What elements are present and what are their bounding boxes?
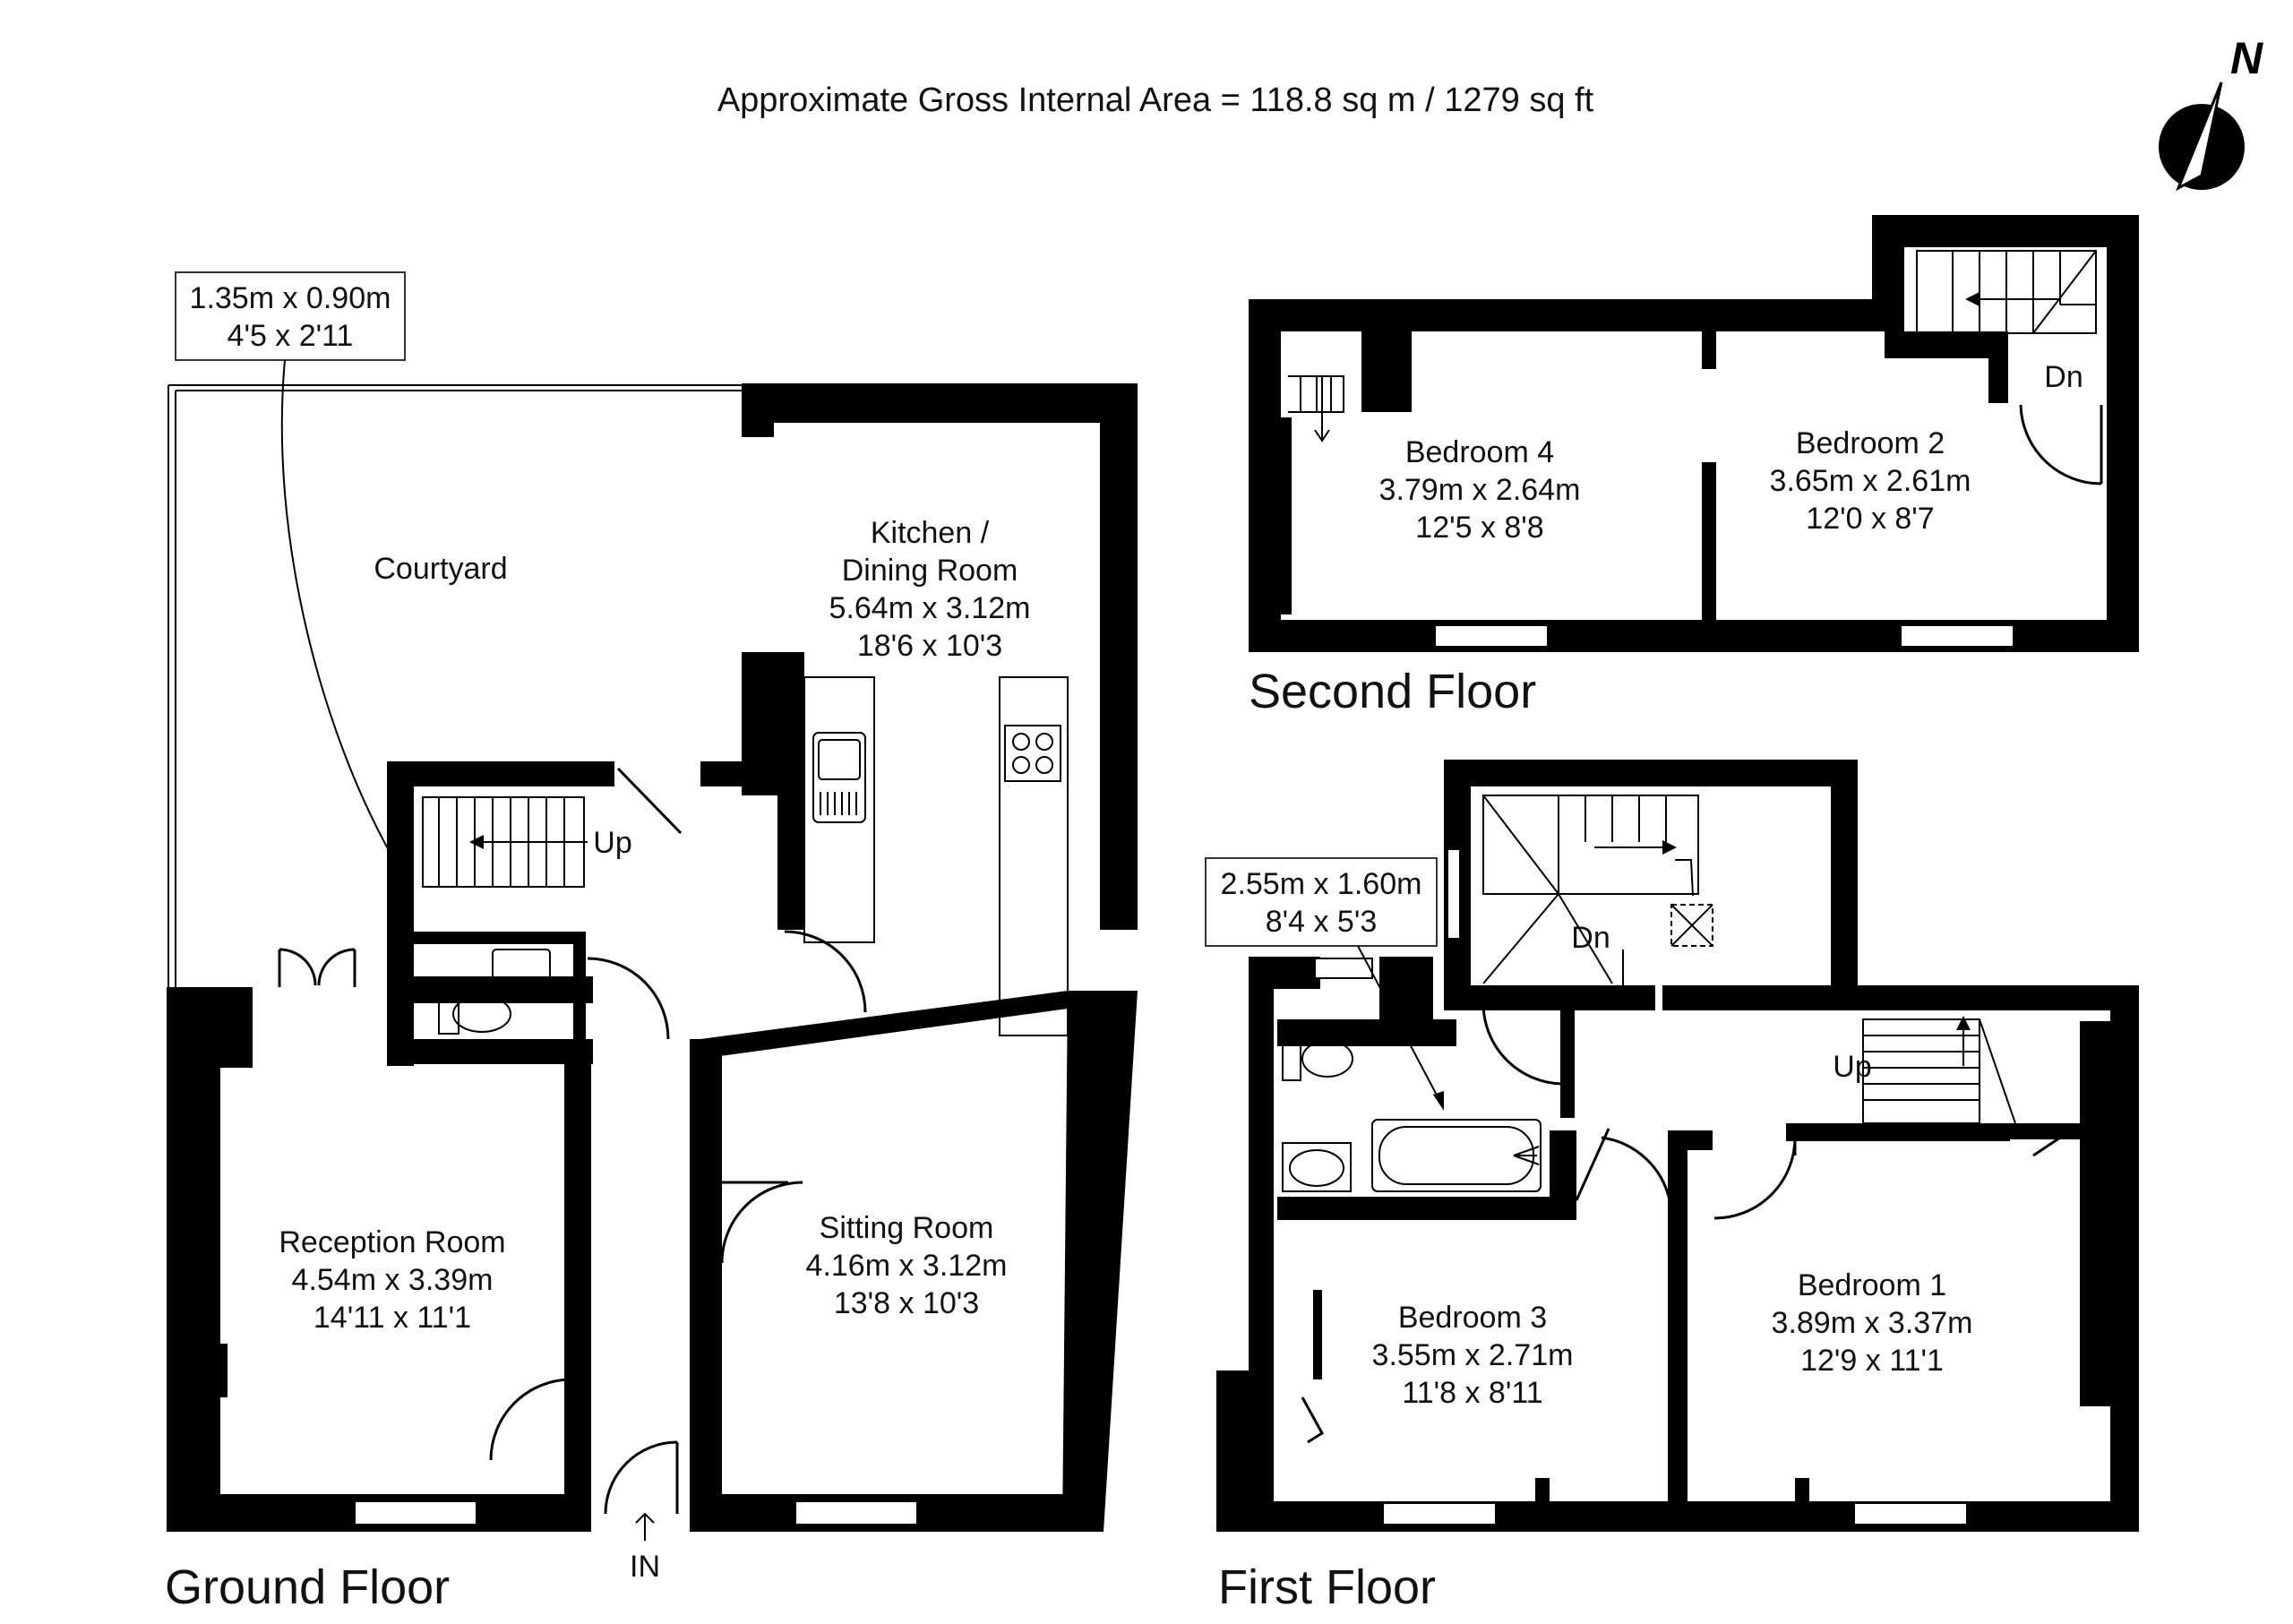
north-arrow-icon: N [2159,33,2263,192]
reception-name: Reception Room [279,1225,505,1259]
wc-callout-imperial: 4'5 x 2'11 [228,319,354,353]
bedroom1-imperial: 12'9 x 11'1 [1800,1344,1944,1378]
first-stairs-up-label: Up [1833,1050,1871,1084]
bedroom4-name: Bedroom 4 [1405,435,1554,469]
bedroom2-name: Bedroom 2 [1796,426,1945,460]
wc-callout-metric: 1.35m x 0.90m [190,281,391,315]
first-stairs-up: Up [1833,1016,2016,1124]
wc-dimension-callout: 1.35m x 0.90m 4'5 x 2'11 [175,271,406,861]
first-stairs-dn: Dn [1482,795,1713,1000]
bedroom1-metric: 3.89m x 3.37m [1772,1306,1973,1340]
first-floor-plan: Up Dn [1205,760,2139,1614]
bedroom4-metric: 3.79m x 2.64m [1379,473,1581,507]
reception-metric: 4.54m x 3.39m [292,1263,494,1297]
sitting-metric: 4.16m x 3.12m [806,1249,1008,1283]
kitchen-metric: 5.64m x 3.12m [829,591,1031,625]
entrance-marker: IN [630,1512,660,1584]
ground-stairs: Up [422,796,632,888]
bedroom1-name: Bedroom 1 [1798,1268,1946,1302]
bedroom2-metric: 3.65m x 2.61m [1770,464,1971,498]
ground-floor-title: Ground Floor [165,1560,450,1614]
bedroom4-imperial: 12'5 x 8'8 [1415,511,1543,545]
kitchen-imperial: 18'6 x 10'3 [857,629,1002,663]
second-floor-title: Second Floor [1249,665,1536,718]
bedroom3-imperial: 11'8 x 8'11 [1402,1376,1542,1410]
entrance-label: IN [630,1550,660,1584]
first-floor-title: First Floor [1218,1560,1436,1614]
bathroom-fixtures-icon [1282,1038,1542,1192]
second-floor-plan: Dn Bedroom 4 3.79m x 2.64m 12'5 x 8'8 Be… [1249,215,2139,718]
kitchen-name-line1: Kitchen / [871,516,990,550]
bedroom3-metric: 3.55m x 2.71m [1372,1338,1574,1372]
ground-stairs-up-label: Up [593,826,631,860]
gross-area-title: Approximate Gross Internal Area = 118.8 … [717,82,1594,119]
ground-floor-plan: Up IN Courtyard Kitchen / Dining Room 5.… [165,271,1138,1614]
sitting-imperial: 13'8 x 10'3 [834,1286,979,1320]
courtyard-label: Courtyard [374,552,507,586]
bedroom3-name: Bedroom 3 [1398,1301,1547,1335]
bedroom2-imperial: 12'0 x 8'7 [1806,502,1934,536]
bathroom-callout-metric: 2.55m x 1.60m [1221,867,1422,901]
kitchen-sink-icon [812,732,866,823]
second-stairs-dn-label: Dn [2044,360,2083,394]
bathroom-dimension-callout: 2.55m x 1.60m 8'4 x 5'3 [1205,857,1444,1111]
reception-imperial: 14'11 x 11'1 [313,1301,471,1335]
hob-icon [1004,725,1061,782]
north-label: N [2230,33,2263,83]
kitchen-name-line2: Dining Room [842,554,1018,588]
sitting-name: Sitting Room [820,1211,994,1245]
wc-toilet-icon [438,949,551,1035]
bathroom-callout-imperial: 8'4 x 5'3 [1266,905,1378,939]
second-stairs: Dn [1288,250,2097,443]
first-stairs-dn-label: Dn [1571,921,1610,955]
